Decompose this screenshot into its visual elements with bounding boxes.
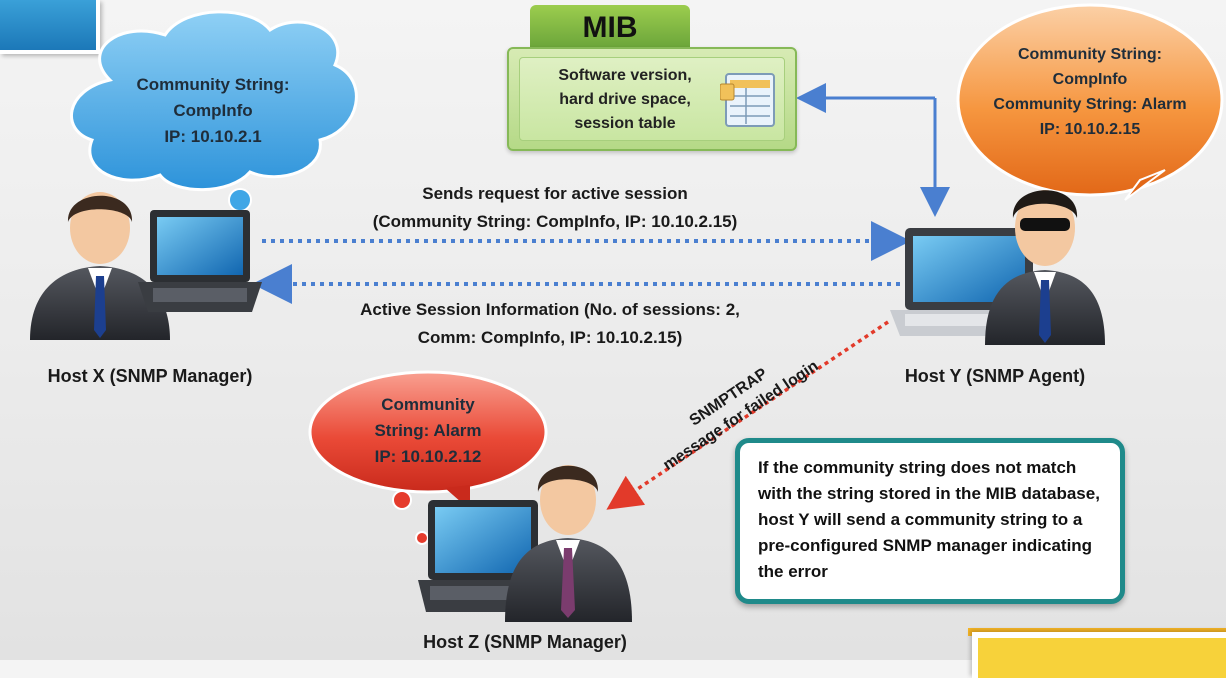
host-z-bubble-text: Community String: Alarm IP: 10.10.2.12 [340, 392, 516, 470]
response-line-1: Active Session Information (No. of sessi… [360, 300, 740, 319]
host-y-bubble-line-3: Community String: Alarm [993, 96, 1187, 113]
mib-arrows [796, 83, 950, 217]
host-x-bubble-line-2: CompInfo [173, 101, 253, 120]
host-z-bubble-line-2: String: Alarm [374, 421, 482, 440]
host-y-bubble-text: Community String: CompInfo Community Str… [980, 42, 1200, 142]
request-line-2: (Community String: CompInfo, IP: 10.10.2… [372, 212, 738, 231]
mib-line-3: session table [574, 115, 676, 132]
host-y-bubble-line-1: Community String: [1018, 46, 1162, 63]
note-box: If the community string does not match w… [735, 438, 1125, 604]
host-z-person [505, 465, 632, 622]
host-x-laptop [138, 210, 262, 312]
host-x-bubble-line-1: Community String: [136, 75, 290, 94]
response-label: Active Session Information (No. of sessi… [320, 296, 780, 352]
host-x-person [30, 192, 170, 340]
mib-line-2: hard drive space, [559, 91, 691, 108]
host-z-label: Host Z (SNMP Manager) [423, 632, 627, 652]
host-y-bubble-line-4: IP: 10.10.2.15 [1039, 121, 1141, 138]
mib-inner-panel: Software version, hard drive space, sess… [519, 57, 785, 141]
host-y-speech-bubble [956, 3, 1224, 201]
host-x-label: Host X (SNMP Manager) [47, 366, 253, 386]
corner-decoration-top-left [0, 0, 100, 54]
request-line-1: Sends request for active session [422, 184, 688, 203]
mib-description: Software version, hard drive space, sess… [530, 64, 720, 136]
request-label: Sends request for active session (Commun… [330, 180, 780, 236]
host-y-label: Host Y (SNMP Agent) [904, 366, 1086, 386]
response-line-2: Comm: CompInfo, IP: 10.10.2.15) [417, 328, 683, 347]
host-x-bubble-text: Community String: CompInfo IP: 10.10.2.1 [108, 72, 318, 150]
trap-arrow [606, 320, 889, 510]
host-x-bubble-line-3: IP: 10.10.2.1 [164, 127, 262, 146]
mib-box: Software version, hard drive space, sess… [507, 47, 797, 151]
host-y-person [985, 190, 1105, 345]
host-x-cloud-bubble [70, 10, 358, 230]
host-z-bubble-line-3: IP: 10.10.2.12 [374, 447, 482, 466]
note-text: If the community string does not match w… [758, 458, 1100, 581]
diagram-canvas [30, 3, 1224, 622]
mib-title: MIB [530, 5, 690, 49]
database-table-icon [720, 73, 775, 127]
mib-line-1: Software version, [558, 67, 692, 84]
host-y-bubble-line-2: CompInfo [1052, 71, 1128, 88]
host-z-bubble-line-1: Community [381, 395, 475, 414]
host-z-speech-bubble [308, 370, 548, 545]
